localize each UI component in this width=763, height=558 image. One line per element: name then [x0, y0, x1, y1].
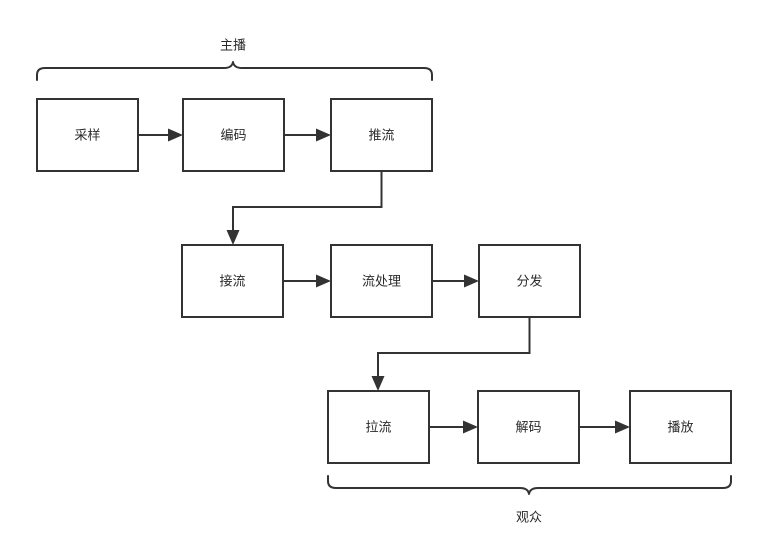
node-laliu[interactable]: 拉流: [327, 390, 430, 464]
edge-caiyang-bianma: [138, 128, 183, 142]
node-caiyang[interactable]: 采样: [36, 98, 139, 172]
server-row-group: 接流 流处理 分发: [181, 244, 581, 318]
edge-fenfa-laliu-arrowhead: [371, 376, 385, 391]
node-jiema-label: 解码: [515, 421, 541, 436]
brace-broadcaster-label: 主播: [220, 39, 246, 54]
brace-viewer-label: 观众: [516, 511, 542, 526]
node-fenfa-label: 分发: [516, 274, 542, 290]
node-bofang[interactable]: 播放: [629, 390, 732, 464]
node-tuiliu-label: 推流: [368, 129, 394, 144]
node-jieliu-label: 接流: [219, 274, 245, 290]
node-fenfa[interactable]: 分发: [478, 244, 581, 318]
node-bianma[interactable]: 编码: [182, 98, 285, 172]
broadcaster-row-group: 主播 采样 编码: [36, 39, 433, 172]
brace-broadcaster: 主播: [36, 39, 433, 81]
edge-liuchuli-fenfa-arrowhead: [464, 274, 479, 288]
node-jieliu[interactable]: 接流: [181, 244, 284, 318]
edge-jiema-bofang: [579, 420, 630, 434]
edge-liuchuli-fenfa: [432, 274, 479, 288]
node-bofang-label: 播放: [667, 421, 693, 436]
edge-fenfa-laliu-line: [377, 317, 531, 379]
node-tuiliu[interactable]: 推流: [330, 98, 433, 172]
brace-viewer: 观众: [327, 475, 732, 526]
node-tuiliu-box[interactable]: [330, 98, 433, 172]
brace-broadcaster-path: [36, 61, 433, 81]
node-liuchuli-box[interactable]: [330, 244, 433, 318]
edge-jieliu-liuchuli-arrowhead: [316, 274, 331, 288]
edge-fenfa-laliu: [371, 317, 531, 391]
node-bianma-box[interactable]: [182, 98, 285, 172]
edge-bianma-tuiliu: [284, 128, 331, 142]
edge-bianma-tuiliu-arrowhead: [316, 128, 331, 142]
edge-jiema-bofang-arrowhead: [615, 420, 630, 434]
node-liuchuli[interactable]: 流处理: [330, 244, 433, 318]
edge-jieliu-liuchuli: [283, 274, 331, 288]
node-jieliu-box[interactable]: [181, 244, 284, 318]
edge-laliu-jiema: [429, 420, 478, 434]
node-liuchuli-label: 流处理: [362, 275, 401, 290]
edge-laliu-jiema-arrowhead: [463, 420, 478, 434]
edge-tuiliu-jieliu: [226, 171, 383, 245]
node-caiyang-box[interactable]: [36, 98, 139, 172]
edge-tuiliu-jieliu-line: [232, 171, 383, 233]
edge-caiyang-bianma-arrowhead: [168, 128, 183, 142]
edge-tuiliu-jieliu-arrowhead: [226, 230, 240, 245]
brace-viewer-path: [327, 475, 732, 495]
node-bianma-label: 编码: [220, 129, 246, 144]
node-fenfa-box[interactable]: [478, 244, 581, 318]
node-jiema[interactable]: 解码: [477, 390, 580, 464]
node-bofang-box[interactable]: [629, 390, 732, 464]
viewer-row-group: 拉流 解码 播放: [327, 390, 732, 526]
node-caiyang-label: 采样: [74, 129, 100, 144]
node-laliu-label: 拉流: [365, 421, 391, 436]
